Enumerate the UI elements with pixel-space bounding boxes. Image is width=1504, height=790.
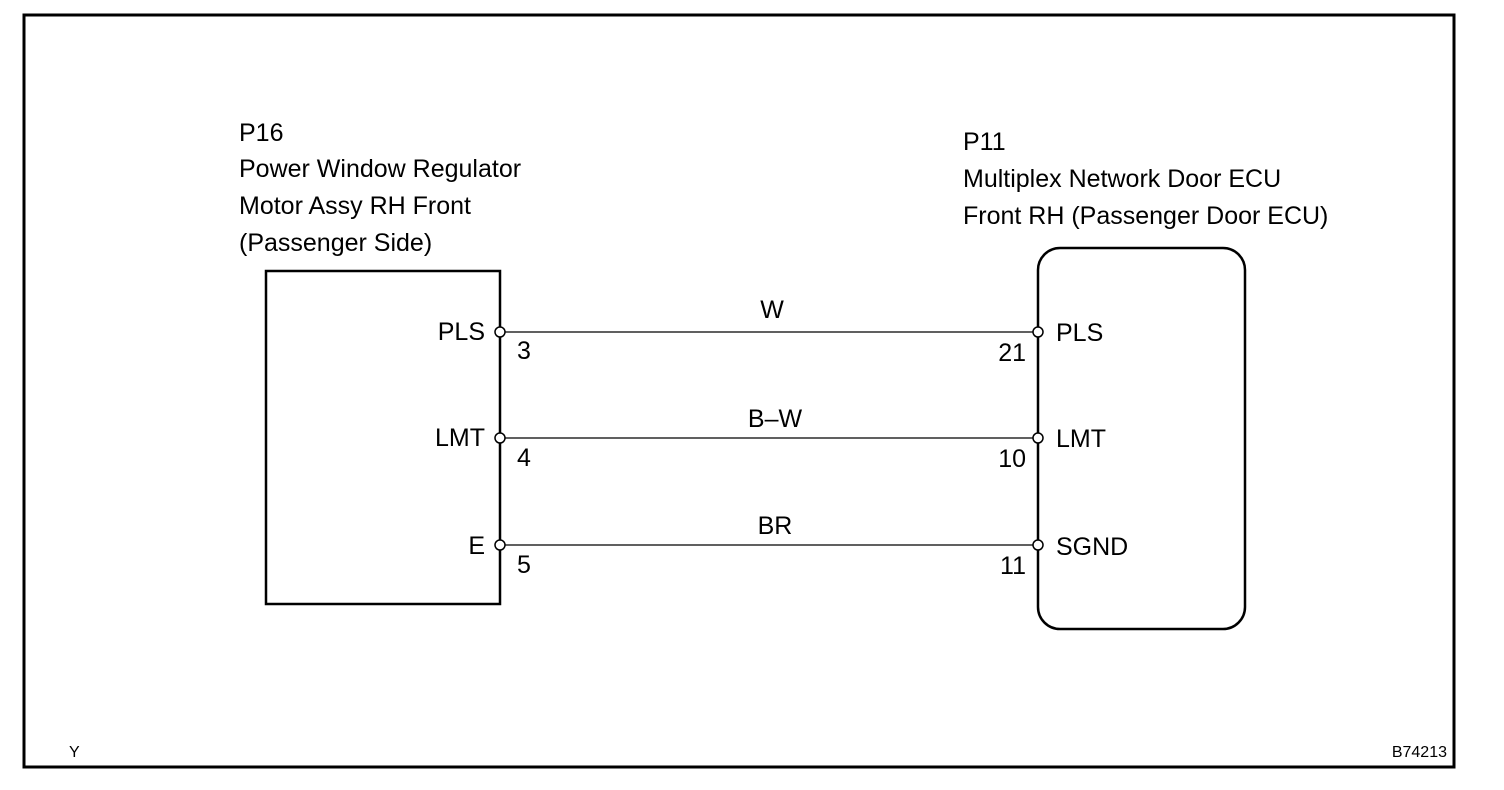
p11-pin-number-11: 11 xyxy=(1000,552,1026,580)
wire-color-b-w: B–W xyxy=(748,405,803,433)
wire-color-w: W xyxy=(760,296,784,324)
figure-id: B74213 xyxy=(1392,744,1447,761)
diagram-frame xyxy=(22,13,1456,769)
p16-terminal-lmt xyxy=(494,432,506,444)
footer-left-mark: Y xyxy=(69,744,80,761)
p11-code: P11 xyxy=(963,128,1006,156)
p11-pin-number-10: 10 xyxy=(998,445,1026,473)
p16-pin-number-4: 4 xyxy=(517,444,531,472)
p16-name-line-1: Power Window Regulator xyxy=(239,155,521,183)
p11-name-line-1: Multiplex Network Door ECU xyxy=(963,165,1281,193)
p11-name-line-2: Front RH (Passenger Door ECU) xyxy=(963,202,1328,230)
p16-pin-name-lmt: LMT xyxy=(435,424,485,452)
p11-pin-name-lmt: LMT xyxy=(1056,425,1106,453)
p11-terminal-pls xyxy=(1032,326,1044,338)
p11-terminal-lmt xyxy=(1032,432,1044,444)
p16-pin-name-e: E xyxy=(468,532,485,560)
p16-pin-number-3: 3 xyxy=(517,337,531,365)
p16-pin-number-5: 5 xyxy=(517,551,531,579)
wire-color-br: BR xyxy=(758,512,793,540)
p16-code: P16 xyxy=(239,119,283,147)
p16-terminal-e xyxy=(494,539,506,551)
p16-name-line-2: Motor Assy RH Front xyxy=(239,192,471,220)
p11-pin-name-sgnd: SGND xyxy=(1056,533,1128,561)
p11-pin-number-21: 21 xyxy=(998,339,1026,367)
p16-name-line-3: (Passenger Side) xyxy=(239,229,432,257)
p16-terminal-pls xyxy=(494,326,506,338)
p16-pin-name-pls: PLS xyxy=(438,318,485,346)
p11-terminal-sgnd xyxy=(1032,539,1044,551)
p11-pin-name-pls: PLS xyxy=(1056,319,1103,347)
